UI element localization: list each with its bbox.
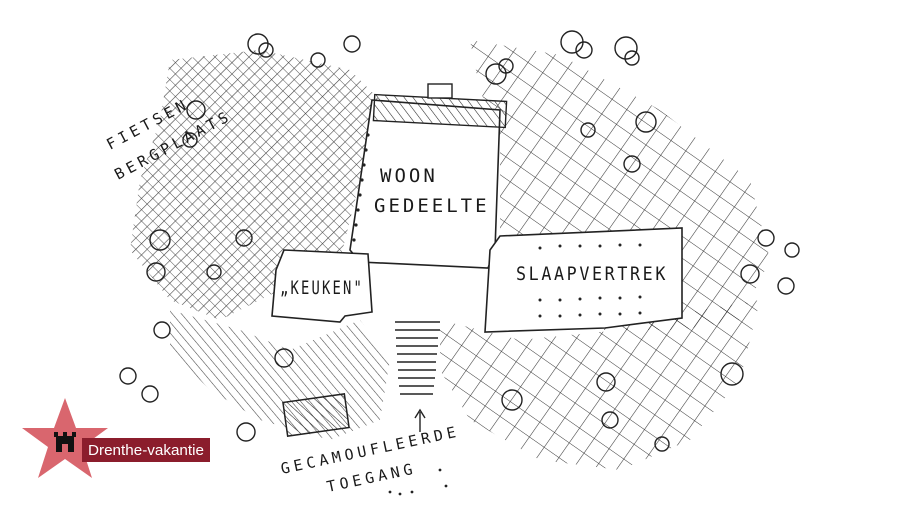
label-keuken: „KEUKEN" <box>280 277 364 299</box>
label-woon: WOON <box>380 165 438 187</box>
forest-hatch-bottom-right <box>440 300 760 470</box>
brand-name: Drenthe-vakantie <box>88 442 204 459</box>
label-gedeelte: GEDEELTE <box>374 195 490 217</box>
forest-hatch-bottom-left <box>170 310 390 440</box>
trees <box>119 30 800 452</box>
woongedeelte-dotted-wall <box>352 133 370 242</box>
label-slaapvertrek: SLAAPVERTREK <box>516 263 668 285</box>
camouflaged-hatch <box>282 393 350 437</box>
brand-logo: Drenthe-vakantie <box>22 398 210 478</box>
brand-box <box>82 438 210 462</box>
entrance-arrow <box>414 408 426 432</box>
slaapvertrek-dots <box>538 243 642 318</box>
slaapvertrek-room <box>484 227 683 333</box>
castle-icon <box>54 432 76 452</box>
entrance-steps <box>395 321 440 395</box>
keuken-room <box>271 249 373 323</box>
footpath-dots <box>388 468 448 496</box>
chimney <box>427 83 453 99</box>
